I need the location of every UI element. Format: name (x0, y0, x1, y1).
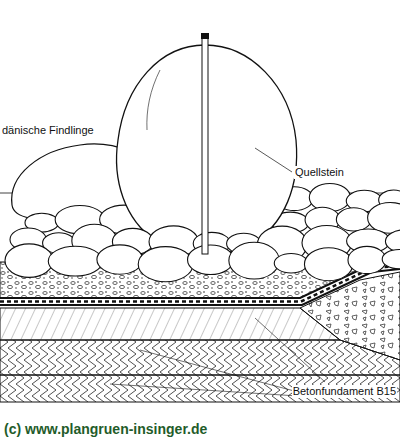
boulder (382, 250, 400, 269)
boulder (274, 254, 308, 273)
boulder (336, 208, 371, 231)
boulder (309, 183, 350, 211)
part-label: Betonfundament B15 (292, 385, 397, 398)
boulder (304, 248, 352, 281)
boulder (188, 245, 234, 275)
boulder (348, 246, 386, 273)
boulder (368, 202, 400, 233)
boulder (97, 245, 143, 274)
boulder (48, 246, 102, 276)
boulder (138, 247, 193, 282)
boulder (229, 242, 279, 279)
boulder (5, 244, 53, 278)
watermark: (c) www.plangruen-insinger.de (3, 421, 208, 437)
part-label: dänische Findlinge (1, 124, 95, 137)
part-label: Quellstein (294, 166, 345, 179)
